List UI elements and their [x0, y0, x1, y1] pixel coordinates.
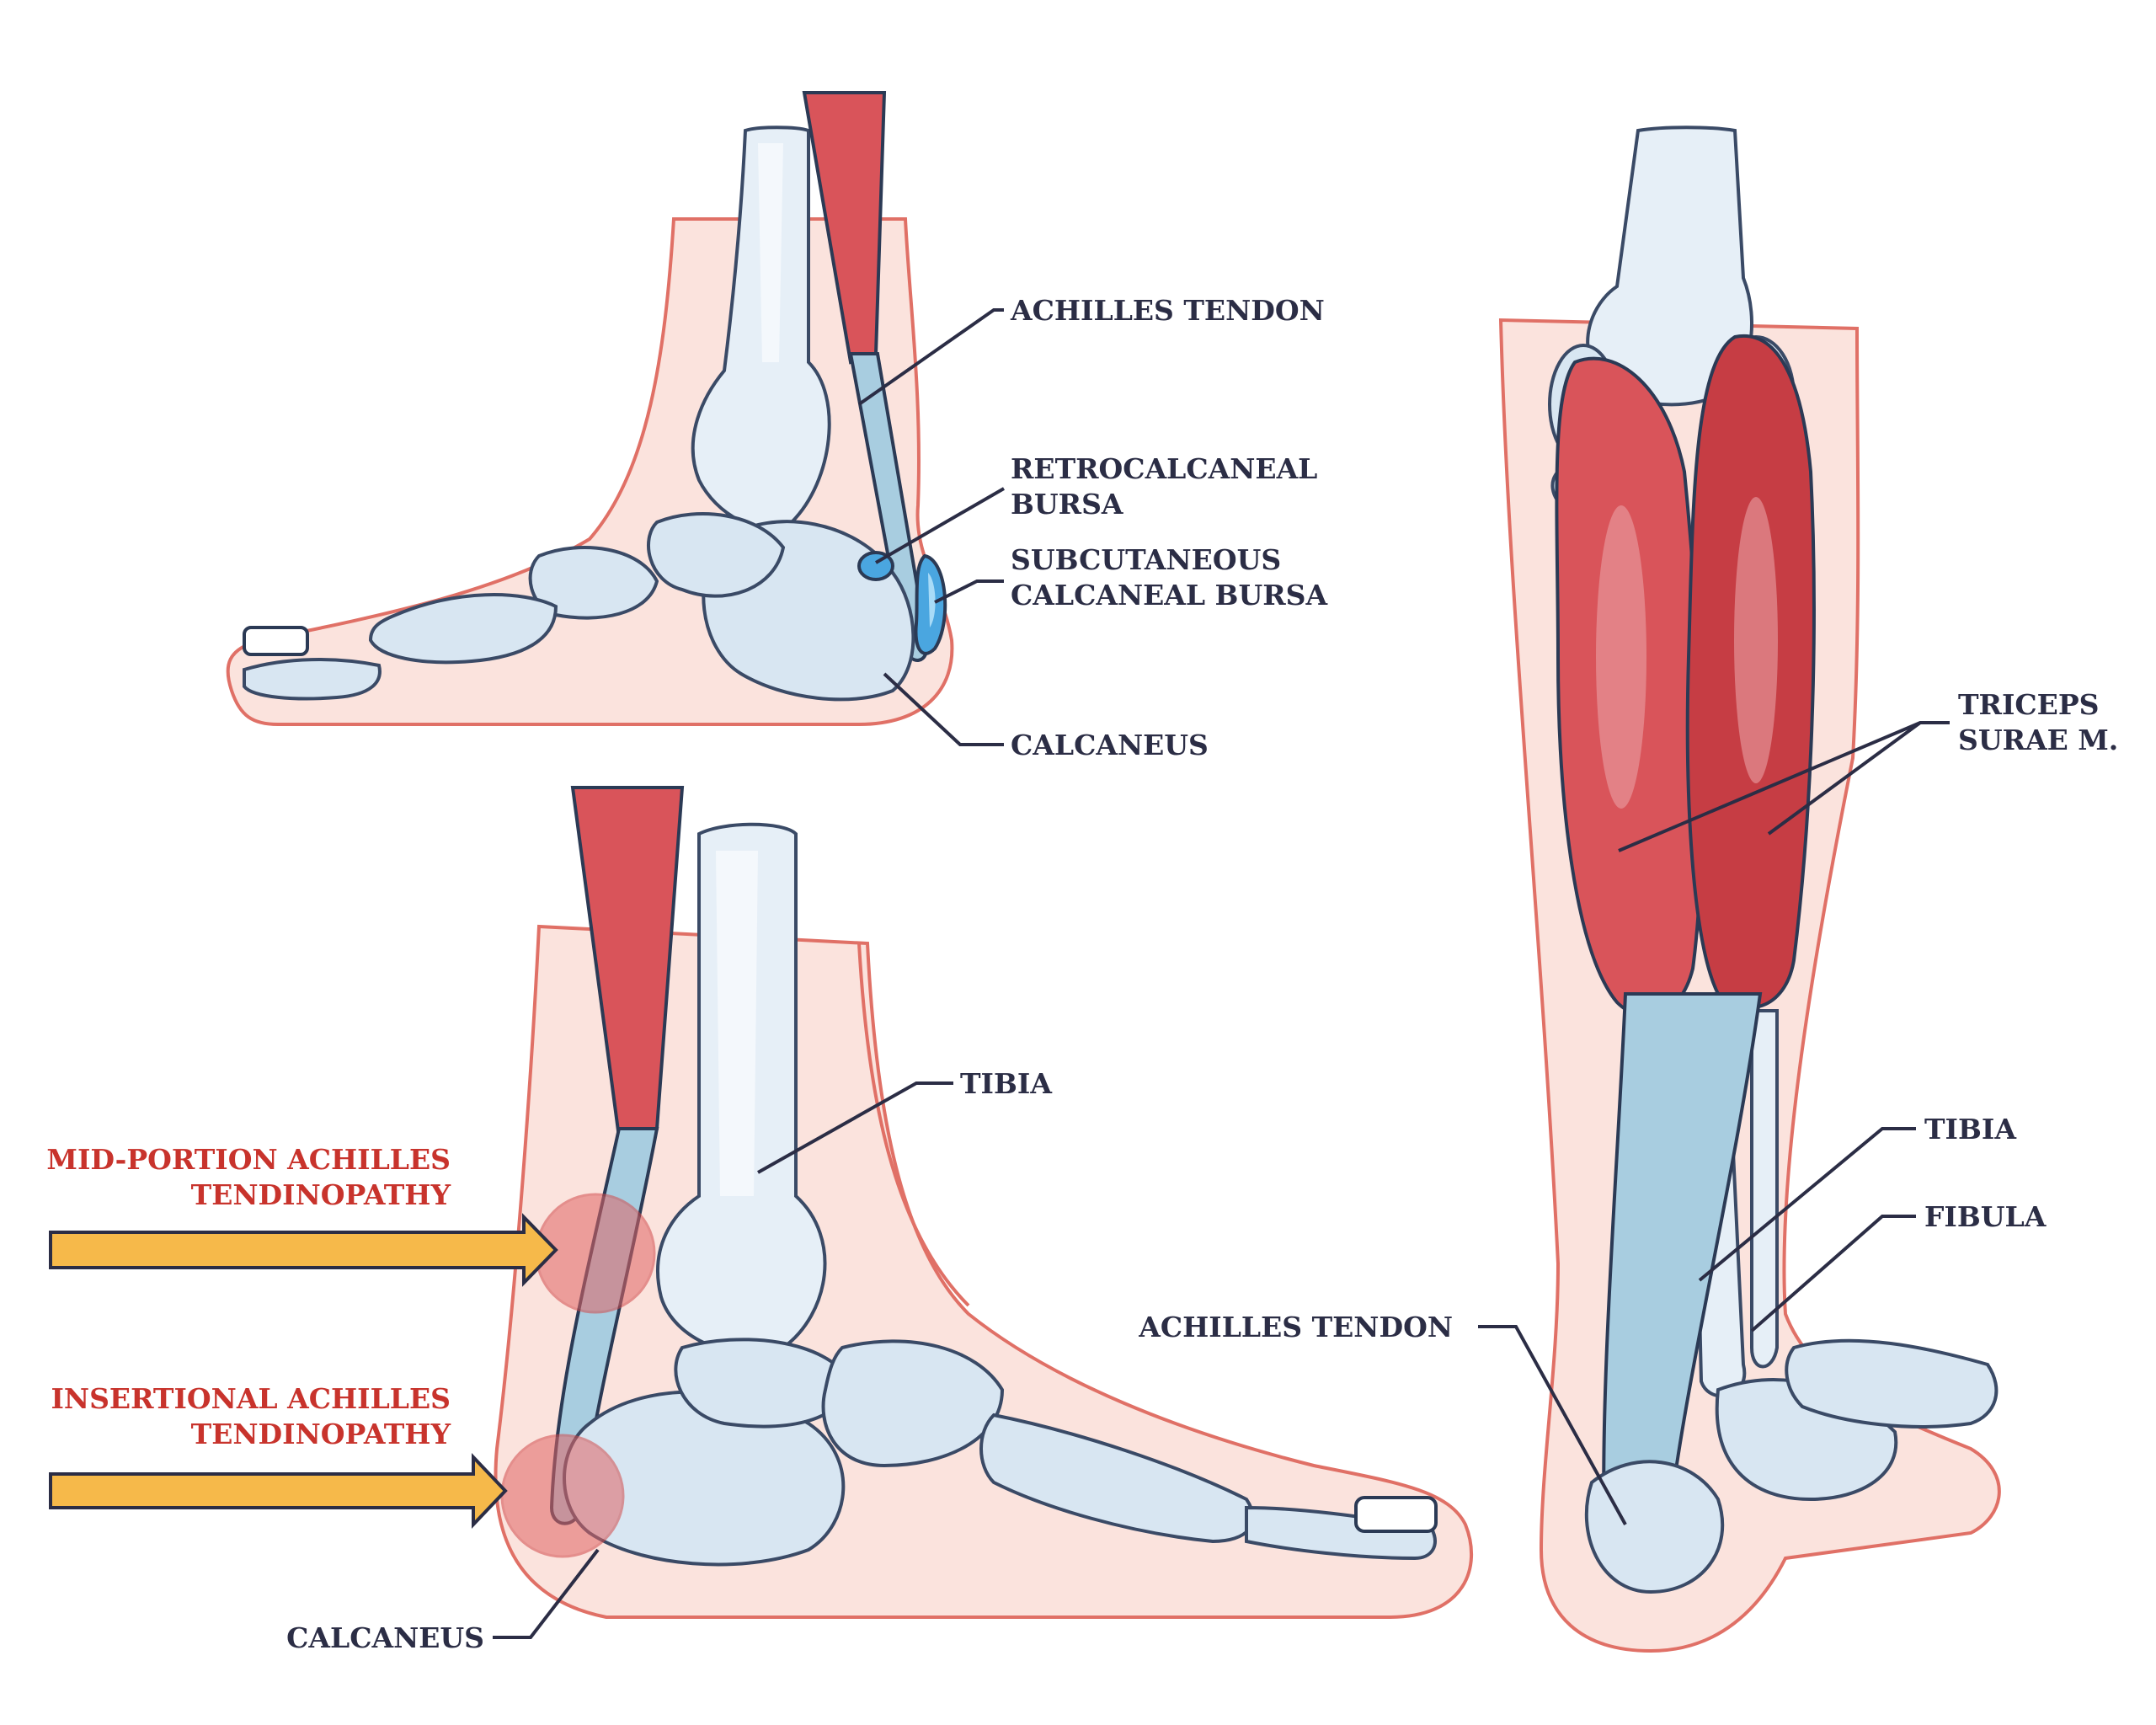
bottom-foot-illustration: [494, 786, 1473, 1619]
top-talus-bone: [647, 512, 786, 598]
top-tibia-bone: [691, 126, 831, 530]
top-tibia-highlight: [758, 143, 783, 362]
right-leg-illustration: [1498, 126, 2001, 1653]
mid-portion-arrow: [49, 1213, 558, 1287]
top-phalanges: [243, 658, 382, 701]
bottom-skin-front-line: [857, 943, 970, 1307]
bottom-tibia-highlight: [716, 851, 758, 1196]
label-mid-portion-1: MID-PORTION ACHILLES: [46, 1143, 451, 1176]
leader-top-achilles: [857, 308, 1004, 406]
insertional-inflammation-spot: [500, 1434, 625, 1558]
leader-right-achilles: [1478, 1325, 1627, 1525]
label-retrocalcaneal-1: RETROCALCANEAL: [1011, 452, 1317, 485]
leader-retrocalcaneal: [874, 487, 1005, 564]
label-insertional-2: TENDINOPATHY: [191, 1418, 451, 1450]
leader-triceps-2: [1767, 721, 1922, 836]
right-calcaneus-bone: [1584, 1460, 1725, 1594]
top-metatarsals: [368, 593, 558, 665]
top-navicular-bone: [528, 546, 659, 620]
label-bottom-tibia: TIBIA: [960, 1067, 1052, 1100]
right-toe-bones: [1785, 1338, 1999, 1429]
label-right-achilles-tendon: ACHILLES TENDON: [1138, 1311, 1453, 1343]
label-triceps-1: TRICEPS: [1958, 688, 2099, 721]
bottom-midfoot-bones: [821, 1339, 1005, 1468]
lateral-head-highlight: [1734, 497, 1778, 783]
bottom-labels: MID-PORTION ACHILLES TENDINOPATHY INSERT…: [46, 1067, 1052, 1654]
bottom-metatarsals: [979, 1413, 1255, 1544]
leader-bottom-tibia: [757, 1081, 953, 1174]
label-top-achilles-tendon: ACHILLES TENDON: [1010, 294, 1325, 327]
bursa-highlight: [928, 573, 936, 628]
bottom-toenail: [1354, 1496, 1438, 1533]
label-top-calcaneus: CALCANEUS: [1011, 729, 1209, 761]
label-right-fibula: FIBULA: [1924, 1200, 2047, 1233]
medial-head-highlight: [1596, 505, 1646, 809]
label-subcutaneous-2: CALCANEAL BURSA: [1011, 579, 1327, 611]
label-retrocalcaneal-2: BURSA: [1011, 488, 1123, 521]
label-right-tibia: TIBIA: [1924, 1113, 2016, 1146]
top-labels: ACHILLES TENDON RETROCALCANEAL BURSA SUB…: [857, 294, 1327, 761]
label-bottom-calcaneus: CALCANEUS: [286, 1621, 484, 1654]
bottom-phalanges: [1245, 1505, 1437, 1561]
label-subcutaneous-1: SUBCUTANEOUS: [1011, 543, 1281, 576]
right-fibula-bone: [1750, 1009, 1779, 1369]
right-labels: TRICEPS SURAE M. TIBIA FIBULA ACHILLES T…: [1138, 688, 2118, 1525]
leader-right-fibula: [1750, 1215, 1916, 1332]
insertional-arrow: [49, 1452, 508, 1530]
leader-bottom-calcaneus: [493, 1548, 600, 1639]
label-mid-portion-2: TENDINOPATHY: [191, 1178, 451, 1211]
leader-right-tibia: [1698, 1127, 1916, 1282]
top-foot-illustration: [226, 91, 954, 726]
top-toenail: [243, 626, 309, 656]
leader-subcutaneous: [934, 579, 1004, 604]
leader-top-calcaneus: [883, 672, 1004, 746]
label-triceps-2: SURAE M.: [1958, 724, 2118, 756]
label-insertional-1: INSERTIONAL ACHILLES: [51, 1382, 451, 1415]
